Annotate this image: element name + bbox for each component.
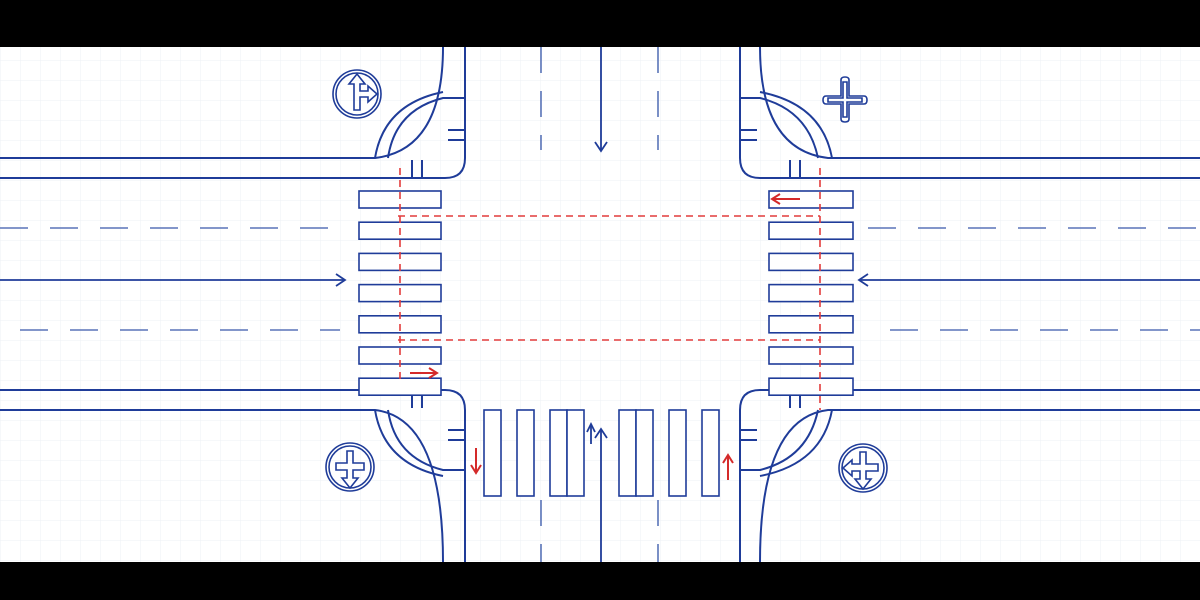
road-edges bbox=[0, 46, 1200, 563]
crosswalk-east-stripe bbox=[768, 221, 854, 240]
curb-se-outer bbox=[759, 409, 1200, 563]
traffic-arrow-north-down-icon bbox=[594, 47, 608, 153]
letterbox-bottom bbox=[0, 562, 1200, 600]
curb-nw-ramp bbox=[387, 97, 465, 159]
curb-ne-inner bbox=[739, 47, 1200, 179]
sign-straight-right-icon bbox=[332, 69, 382, 119]
curb-ne-outer bbox=[759, 46, 1200, 159]
curb-sw-ramp bbox=[387, 409, 465, 471]
crosswalk-east-stripe bbox=[768, 252, 854, 272]
pedestrian-arrow-south-west-down-icon bbox=[470, 448, 482, 475]
pedestrian-arrow-east-left-icon bbox=[770, 193, 800, 205]
curb-se-ramp-in bbox=[759, 409, 833, 477]
curb-ne-ramp bbox=[740, 97, 819, 159]
traffic-arrow-east-left-icon bbox=[857, 273, 1200, 287]
crosswalks bbox=[358, 190, 854, 497]
crosswalk-east-stripe bbox=[768, 346, 854, 365]
paper bbox=[0, 47, 1200, 562]
crosswalk-south-stripe bbox=[701, 409, 720, 497]
curb-sw-ramp-in bbox=[374, 409, 444, 477]
curb-nw-inner bbox=[0, 47, 466, 179]
traffic-arrow-west-right-icon bbox=[0, 273, 347, 287]
pedestrian-paths bbox=[398, 168, 821, 410]
crosswalk-south bbox=[483, 409, 720, 497]
crosswalk-south-stripe bbox=[483, 409, 502, 497]
crosswalk-south-stripe bbox=[635, 409, 654, 497]
pedestrian-arrow-south-east-up-icon bbox=[722, 453, 734, 480]
curb-nw-outer bbox=[0, 46, 444, 159]
crosswalk-west-stripe bbox=[358, 377, 442, 397]
crosswalk-east-stripe bbox=[768, 283, 854, 303]
sign-cross-icon bbox=[822, 76, 868, 123]
traffic-arrow-south-up-icon bbox=[586, 421, 608, 562]
crosswalk-south-stripe bbox=[618, 409, 637, 497]
pedestrian-arrow-west-right-icon bbox=[410, 367, 439, 379]
crosswalk-east-stripe bbox=[768, 377, 854, 397]
crosswalk-south-stripe bbox=[549, 409, 568, 497]
lane-dividers bbox=[0, 47, 1200, 562]
curb-se-inner bbox=[739, 389, 1200, 562]
crosswalk-south-stripe bbox=[566, 409, 585, 497]
crosswalk-west bbox=[358, 190, 442, 397]
sign-straight-left-icon bbox=[838, 443, 888, 493]
curb-ne-ramp-in bbox=[759, 91, 833, 159]
curb-ticks bbox=[411, 129, 801, 441]
letterbox-top bbox=[0, 0, 1200, 47]
direction-signs bbox=[325, 69, 888, 493]
curb-sw-outer bbox=[0, 409, 444, 563]
crosswalk-south-stripe bbox=[516, 409, 535, 497]
curb-sw-inner bbox=[0, 389, 466, 562]
curb-se-ramp bbox=[740, 409, 819, 471]
curb-nw-ramp-in bbox=[374, 91, 444, 159]
crosswalk-east bbox=[768, 190, 854, 397]
crosswalk-south-stripe bbox=[668, 409, 687, 497]
sign-straight-down-icon bbox=[325, 442, 375, 492]
crosswalk-east-stripe bbox=[768, 190, 854, 209]
crosswalk-east-stripe bbox=[768, 314, 854, 334]
